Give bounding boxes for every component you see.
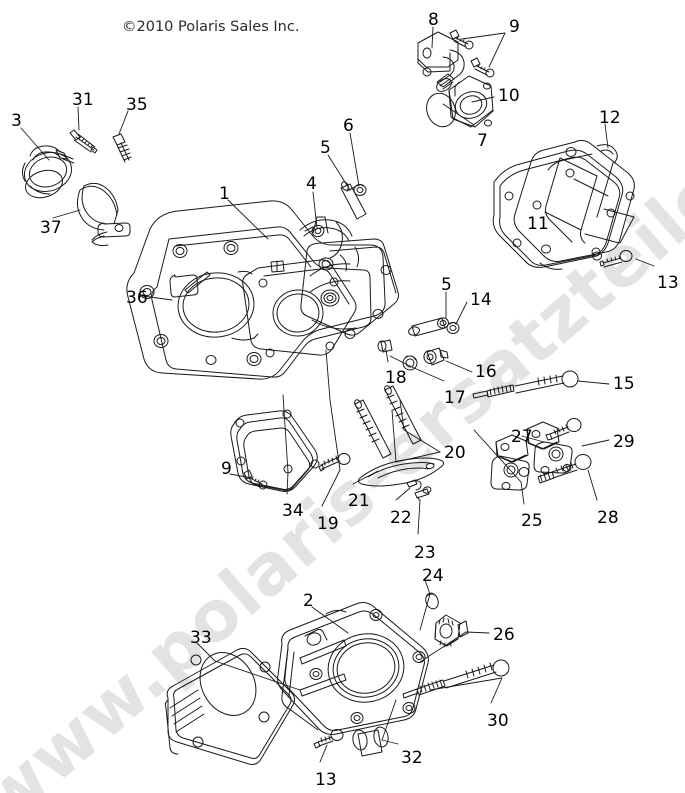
callout-number-27: 27 [511, 427, 533, 447]
callout-number-29: 29 [613, 432, 635, 452]
part-32-sleeve [352, 726, 389, 757]
callout-number-36: 36 [126, 288, 148, 308]
callout-number-17: 17 [444, 388, 466, 408]
part-10-carb-adapter [448, 75, 494, 128]
callout-number-33: 33 [190, 628, 212, 648]
part-23-pin [414, 486, 432, 501]
part-13a-bolt [599, 250, 633, 268]
part-28-bolt [537, 454, 592, 484]
part-21-gasket [357, 457, 445, 487]
callout-number-8: 8 [428, 10, 439, 30]
part-22-clip [406, 479, 422, 491]
callout-number-23: 23 [414, 543, 436, 563]
copyright-notice: ©2010 Polaris Sales Inc. [122, 19, 300, 35]
callout-number-19: 19 [317, 514, 339, 534]
callout-number-25: 25 [521, 511, 543, 531]
callout-number-32: 32 [401, 748, 423, 768]
part-31-bolt [69, 129, 98, 154]
part-2-cylinder [277, 602, 429, 735]
callout-number-31: 31 [72, 90, 94, 110]
part-24-dowel [425, 592, 439, 610]
callout-number-13b: 13 [315, 770, 337, 790]
part-3-clamp [22, 145, 75, 199]
callout-number-37: 37 [40, 218, 62, 238]
part-9-bolts-top [449, 29, 495, 78]
callout-number-28: 28 [597, 508, 619, 528]
part-15-bolt [472, 370, 579, 399]
callout-number-26: 26 [493, 625, 515, 645]
callout-number-14: 14 [470, 290, 492, 310]
callout-number-3: 3 [11, 111, 22, 131]
part-18-plug [377, 339, 393, 353]
callout-number-21: 21 [348, 491, 370, 511]
callout-number-6: 6 [343, 116, 354, 136]
part-13b-bolt [313, 729, 344, 749]
callout-number-4: 4 [306, 174, 317, 194]
part-29-bolt [545, 418, 582, 441]
part-5b-dowel [408, 317, 449, 337]
part-19-bolt [318, 453, 351, 472]
callout-number-24: 24 [422, 566, 444, 586]
part-26-fitting [434, 614, 469, 648]
callout-number-20: 20 [444, 443, 466, 463]
callout-number-30: 30 [487, 711, 509, 731]
callout-number-11: 11 [527, 214, 549, 234]
part-4-plug [304, 224, 325, 238]
part-16-plug [423, 347, 449, 366]
callout-number-7: 7 [477, 131, 488, 151]
part-34-cover [230, 409, 320, 492]
part-33-base-gasket [164, 647, 296, 765]
part-9b-bolt [243, 469, 268, 490]
part-35-bolt [112, 133, 132, 163]
callout-number-16: 16 [475, 362, 497, 382]
callout-number-34: 34 [282, 501, 304, 521]
part-7-oring [426, 92, 456, 128]
callout-number-12: 12 [599, 108, 621, 128]
callout-number-18: 18 [385, 368, 407, 388]
callout-number-9b: 9 [221, 459, 232, 479]
callout-number-1: 1 [219, 184, 230, 204]
part-20-studs [354, 385, 422, 459]
callout-number-22: 22 [390, 508, 412, 528]
callout-number-13a: 13 [657, 273, 679, 293]
callout-number-35: 35 [126, 95, 148, 115]
callout-number-2: 2 [303, 591, 314, 611]
part-11-valve-cover-gasket [492, 149, 624, 270]
part-12-valve-cover [513, 139, 635, 262]
part-5a-dowel [340, 181, 367, 220]
part-30-bolt [402, 659, 510, 699]
callout-number-5b: 5 [441, 275, 452, 295]
part-27-rocker [526, 421, 573, 474]
leader-lines [20, 26, 655, 763]
part-6-plug [353, 184, 367, 196]
callout-number-5a: 5 [320, 138, 331, 158]
part-14-plug [446, 322, 460, 334]
part-37-bracket [76, 182, 131, 247]
part-1-cylinder-head [126, 200, 399, 380]
callout-number-15: 15 [613, 374, 635, 394]
callout-number-9a: 9 [509, 17, 520, 37]
part-8-intake-flange [417, 31, 465, 92]
callout-number-10: 10 [498, 86, 520, 106]
